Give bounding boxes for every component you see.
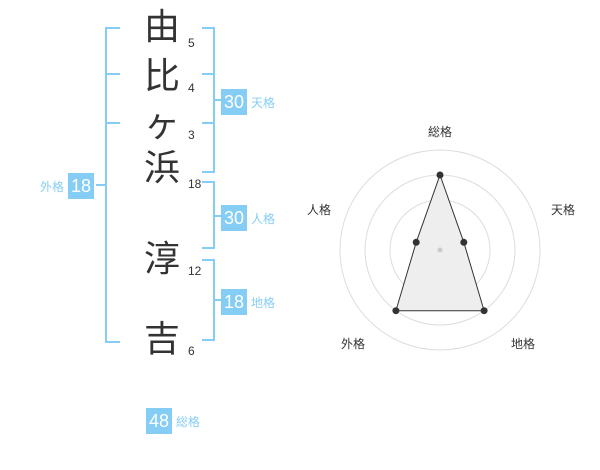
stroke-count-4: 18	[188, 177, 202, 191]
jinkaku-label: 人格	[251, 211, 276, 226]
name-char-1: 由	[143, 7, 180, 48]
tenkaku-value: 30	[221, 89, 247, 115]
stroke-count-6: 6	[188, 344, 195, 358]
radar-points	[392, 171, 488, 315]
name-char-5: 淳	[143, 239, 180, 280]
radar-point-soukaku	[436, 171, 444, 179]
radar-point-gaikaku	[392, 307, 400, 315]
chikaku-label: 地格	[251, 295, 276, 310]
soukaku-badge: 48 総格	[146, 408, 200, 434]
radar-label-chikaku: 地格	[511, 337, 536, 351]
gaikaku-label: 外格	[40, 179, 65, 194]
stroke-count-1: 5	[188, 36, 195, 50]
name-char-2: 比	[143, 56, 180, 97]
tenkaku-label: 天格	[251, 95, 276, 110]
radar-center-dot	[437, 247, 443, 253]
name-char-6: 吉	[143, 319, 180, 360]
soukaku-label: 総格	[176, 414, 201, 429]
gaikaku-badge: 18 外格	[40, 173, 95, 199]
gaikaku-value: 18	[68, 173, 95, 199]
tenkaku-badge: 30 天格	[221, 89, 275, 115]
jinkaku-value: 30	[221, 205, 247, 231]
radar-shape	[395, 173, 485, 312]
jinkaku-badge: 30 人格	[221, 205, 275, 231]
stroke-count-5: 12	[188, 264, 202, 278]
radar-label-gaikaku: 外格	[341, 337, 366, 351]
radar-label-jinkaku: 人格	[307, 203, 332, 217]
radar-label-tenkaku: 天格	[551, 203, 576, 217]
radar-label-soukaku: 総格	[428, 125, 453, 139]
radar-point-tenkaku	[460, 238, 468, 246]
name-char-3: ヶ	[143, 104, 180, 145]
stroke-count-3: 3	[188, 128, 195, 142]
radar-point-chikaku	[480, 307, 488, 315]
chikaku-value: 18	[221, 289, 247, 315]
soukaku-value: 48	[146, 408, 172, 434]
name-char-4: 浜	[143, 148, 180, 189]
chikaku-badge: 18 地格	[221, 289, 275, 315]
radar-point-jinkaku	[412, 238, 420, 246]
stroke-count-2: 4	[188, 81, 195, 95]
